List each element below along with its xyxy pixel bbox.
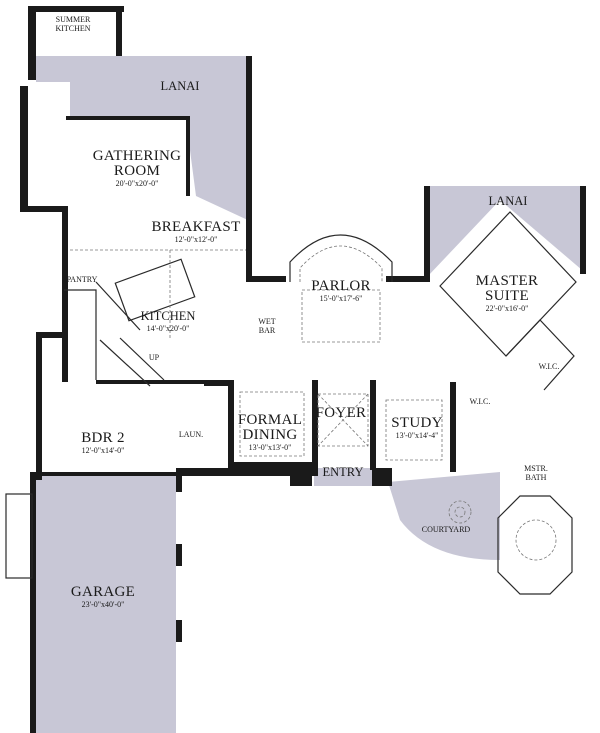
- shaded-areas: [34, 56, 582, 733]
- room-label-formal-dining: FORMAL: [238, 412, 302, 428]
- garage-area: [34, 476, 176, 733]
- room-label-gathering-room: ROOM: [114, 163, 160, 179]
- courtyard-area: [388, 472, 500, 560]
- room-label-formal-dining: DINING: [242, 427, 297, 443]
- room-label-master-bath: BATH: [526, 473, 547, 482]
- room-dimension-kitchen: 14'-0"x20'-0": [147, 324, 190, 333]
- room-label-pantry: PANTRY: [67, 275, 98, 284]
- room-label-wic-1: W.I.C.: [539, 362, 560, 371]
- room-dimension-formal-dining: 13'-0"x13'-0": [249, 443, 292, 452]
- room-label-summer-kitchen: SUMMER: [56, 15, 91, 24]
- room-label-garage: GARAGE: [71, 584, 135, 600]
- lanai-east-area: [428, 186, 582, 276]
- room-label-wet-bar: WET: [258, 317, 275, 326]
- room-dimension-breakfast: 12'-0"x12'-0": [175, 235, 218, 244]
- room-label-master-bath: MSTR.: [524, 464, 548, 473]
- room-label-bdr-2: BDR 2: [81, 430, 125, 446]
- room-label-wet-bar: BAR: [259, 326, 276, 335]
- room-label-kitchen: KITCHEN: [141, 309, 196, 323]
- room-dimension-master-suite: 22'-0"x16'-0": [486, 304, 529, 313]
- room-label-parlor: PARLOR: [311, 278, 371, 294]
- interior-lines: [5, 211, 577, 595]
- room-dimension-gathering-room: 20'-0"x20'-0": [116, 179, 159, 188]
- room-dimension-study: 13'-0"x14'-4": [396, 431, 439, 440]
- lanai-west-area: [70, 56, 252, 222]
- room-label-entry: ENTRY: [323, 465, 364, 479]
- entry-area: [314, 468, 372, 486]
- room-label-foyer: FOYER: [316, 405, 367, 421]
- room-dimension-bdr-2: 12'-0"x14'-0": [82, 446, 125, 455]
- room-label-courtyard: COURTYARD: [422, 525, 471, 534]
- room-label-laundry: LAUN.: [179, 430, 203, 439]
- room-label-gathering-room: GATHERING: [93, 148, 182, 164]
- room-label-summer-kitchen: KITCHEN: [55, 24, 90, 33]
- room-dimension-garage: 23'-0"x40'-0": [82, 600, 125, 609]
- room-labels: SUMMERKITCHENLANAIGATHERINGROOM20'-0"x20…: [55, 15, 559, 609]
- summer-kitchen-area: [36, 56, 118, 82]
- room-label-master-suite: MASTER: [476, 273, 539, 289]
- room-label-lanai-west: LANAI: [161, 79, 200, 93]
- room-label-master-suite: SUITE: [485, 288, 529, 304]
- room-label-breakfast: BREAKFAST: [151, 219, 240, 235]
- walls: [20, 6, 586, 733]
- room-dimension-parlor: 15'-0"x17'-6": [320, 294, 363, 303]
- room-label-lanai-east: LANAI: [489, 194, 528, 208]
- room-label-wic-2: W.I.C.: [470, 397, 491, 406]
- room-label-up: UP: [149, 353, 160, 362]
- room-label-study: STUDY: [391, 415, 443, 431]
